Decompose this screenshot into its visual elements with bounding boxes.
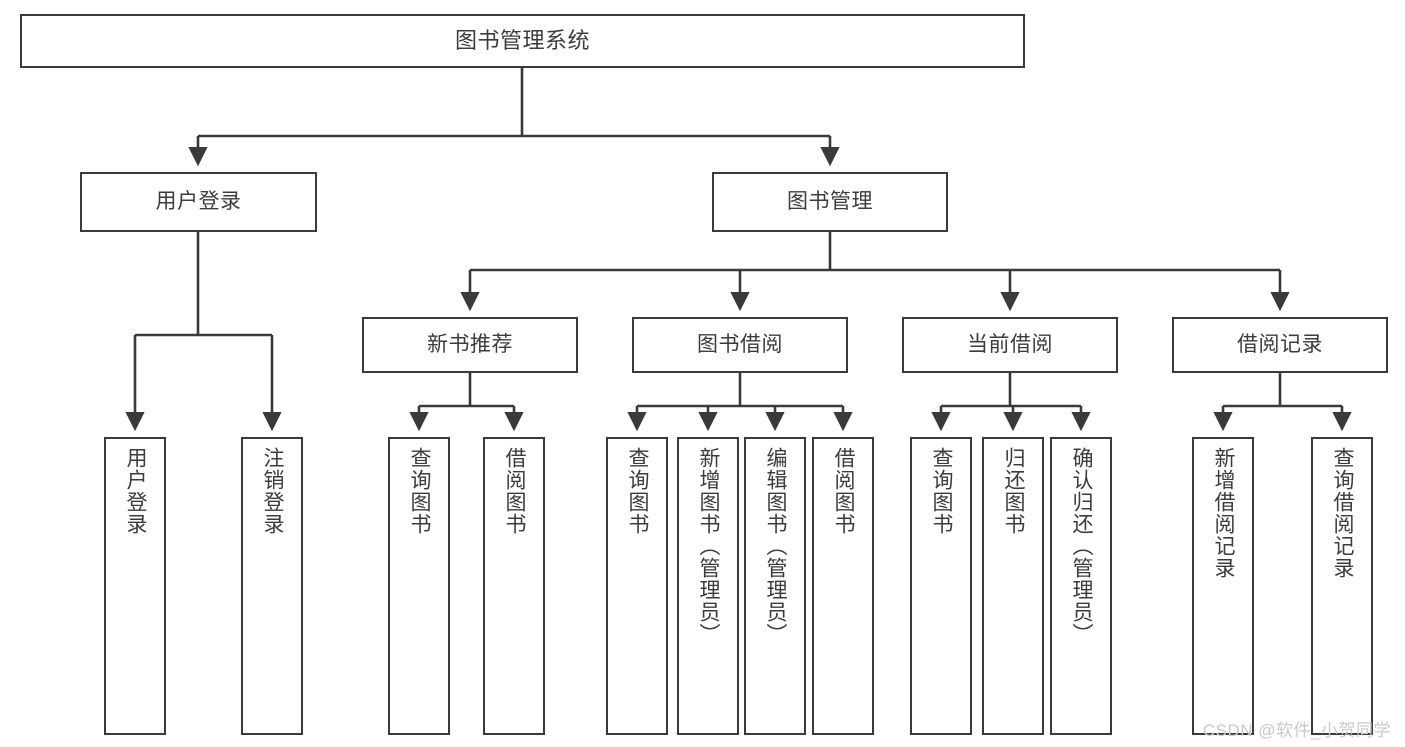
node-leaf-borrow-book-2-label: 借阅图书 bbox=[832, 447, 856, 535]
node-root[interactable]: 图书管理系统 bbox=[20, 14, 1025, 68]
node-leaf-logout-label: 注销登录 bbox=[261, 447, 285, 535]
node-leaf-user-login[interactable]: 用户登录 bbox=[104, 437, 166, 735]
node-borrow-record[interactable]: 借阅记录 bbox=[1172, 317, 1388, 373]
node-leaf-borrow-book-2[interactable]: 借阅图书 bbox=[812, 437, 874, 735]
node-user-login-label: 用户登录 bbox=[155, 189, 242, 213]
node-user-login[interactable]: 用户登录 bbox=[80, 172, 317, 232]
node-leaf-add-book[interactable]: 新增图书（管理员） bbox=[677, 437, 739, 735]
node-book-borrow-label: 图书借阅 bbox=[697, 332, 783, 356]
node-leaf-query-record[interactable]: 查询借阅记录 bbox=[1311, 437, 1373, 735]
node-leaf-borrow-book-1-label: 借阅图书 bbox=[503, 447, 527, 535]
node-leaf-logout[interactable]: 注销登录 bbox=[241, 437, 303, 735]
node-leaf-query-record-label: 查询借阅记录 bbox=[1331, 447, 1355, 579]
node-current-borrow-label: 当前借阅 bbox=[967, 332, 1053, 356]
csdn-watermark: CSDN @软件_小贺同学 bbox=[1202, 721, 1391, 740]
node-leaf-query-book-2[interactable]: 查询图书 bbox=[606, 437, 668, 735]
node-leaf-query-book-2-label: 查询图书 bbox=[626, 447, 650, 535]
node-book-borrow[interactable]: 图书借阅 bbox=[632, 317, 848, 373]
node-leaf-borrow-book-1[interactable]: 借阅图书 bbox=[483, 437, 545, 735]
node-new-book-recommend-label: 新书推荐 bbox=[427, 332, 513, 356]
node-leaf-user-login-label: 用户登录 bbox=[124, 447, 148, 535]
node-leaf-query-book-1-label: 查询图书 bbox=[408, 447, 432, 535]
node-leaf-query-book-3[interactable]: 查询图书 bbox=[910, 437, 972, 735]
node-leaf-confirm-return-label: 确认归还（管理员） bbox=[1070, 447, 1094, 645]
node-leaf-return-book-label: 归还图书 bbox=[1002, 447, 1026, 535]
node-book-manage[interactable]: 图书管理 bbox=[712, 172, 948, 232]
node-new-book-recommend[interactable]: 新书推荐 bbox=[362, 317, 578, 373]
node-leaf-add-record[interactable]: 新增借阅记录 bbox=[1192, 437, 1254, 735]
node-current-borrow[interactable]: 当前借阅 bbox=[902, 317, 1118, 373]
node-leaf-add-record-label: 新增借阅记录 bbox=[1212, 447, 1236, 579]
node-leaf-add-book-label: 新增图书（管理员） bbox=[697, 447, 721, 645]
node-leaf-confirm-return[interactable]: 确认归还（管理员） bbox=[1050, 437, 1112, 735]
node-leaf-query-book-3-label: 查询图书 bbox=[930, 447, 954, 535]
node-root-label: 图书管理系统 bbox=[454, 28, 590, 54]
node-leaf-return-book[interactable]: 归还图书 bbox=[982, 437, 1044, 735]
node-borrow-record-label: 借阅记录 bbox=[1237, 332, 1323, 356]
node-book-manage-label: 图书管理 bbox=[787, 189, 873, 213]
node-leaf-query-book-1[interactable]: 查询图书 bbox=[388, 437, 450, 735]
node-leaf-edit-book-label: 编辑图书（管理员） bbox=[764, 447, 788, 645]
node-leaf-edit-book[interactable]: 编辑图书（管理员） bbox=[744, 437, 806, 735]
